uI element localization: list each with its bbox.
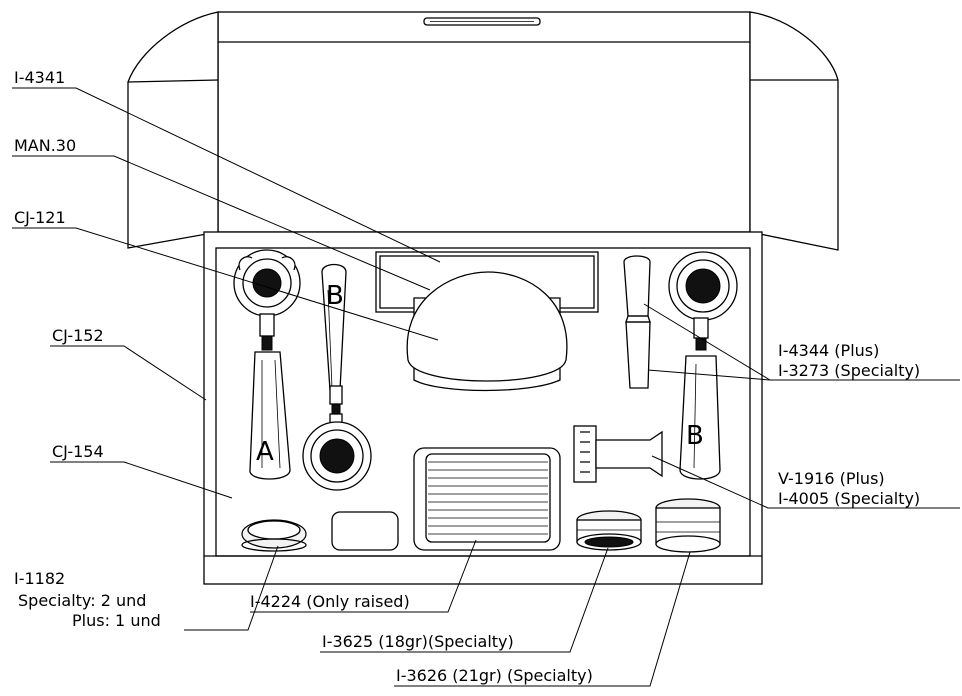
callout-i1182-specialty: Specialty: 2 und [18,591,146,610]
callout-i3626: I-3626 (21gr) (Specialty) [396,666,593,685]
portafilter-a [233,249,301,480]
tamper-handle [573,425,663,483]
callout-cj154: CJ-154 [52,442,104,461]
portafilter-b-right [668,251,738,480]
callout-i3625: I-3625 (18gr)(Specialty) [322,632,514,651]
callout-i4005: I-4005 (Specialty) [778,489,920,508]
callout-man30: MAN.30 [14,136,76,155]
callout-i4344: I-4344 (Plus) [778,341,879,360]
leader-lines [12,87,960,687]
callout-cj121: CJ-121 [14,208,66,227]
callout-i4224: I-4224 (Only raised) [250,592,410,611]
callout-i1182-plus: Plus: 1 und [72,611,161,630]
basket-18gr [576,510,642,551]
basket-21gr [655,498,721,553]
callout-i4341: I-4341 [14,68,65,87]
handle-mark-b-right: B [686,421,704,451]
portafilter-b-left [302,263,372,491]
tamper-dome [375,251,599,392]
handle-mark-a: A [256,437,274,467]
callout-i1182-code: I-1182 [14,569,65,588]
knock-grid [413,447,561,551]
callout-i3273: I-3273 (Specialty) [778,361,920,380]
callout-cj152: CJ-152 [52,326,104,345]
box-lid [127,11,839,251]
empty-slot [331,511,399,551]
handle-mark-b-left: B [326,281,344,311]
wand-parts [623,255,651,389]
callout-v1916: V-1916 (Plus) [778,469,885,488]
blind-filter [241,519,307,552]
